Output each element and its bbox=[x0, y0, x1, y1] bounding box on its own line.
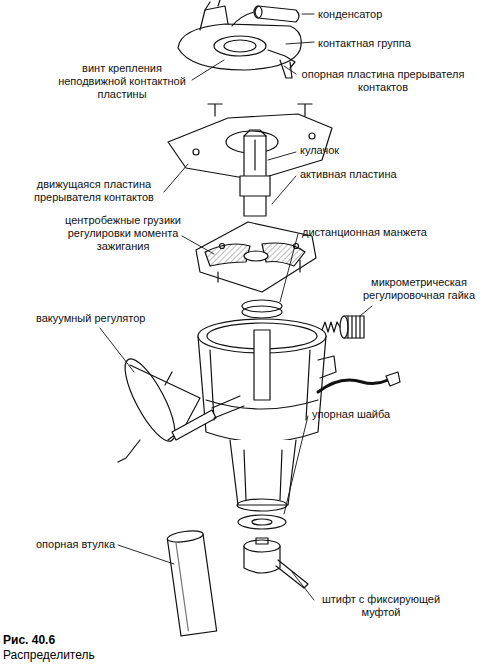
figure-caption: Рис. 40.6 bbox=[3, 633, 55, 647]
part-label: упорная шайба bbox=[312, 408, 390, 421]
part-label: кулачок bbox=[300, 144, 339, 157]
part-label: опорная пластина прерывателя контактов bbox=[298, 68, 468, 94]
cable bbox=[318, 372, 400, 392]
centrifugal-weights bbox=[196, 222, 316, 292]
shank bbox=[230, 440, 296, 511]
part-label: контактная группа bbox=[318, 37, 411, 50]
part-label: дистанционная манжета bbox=[302, 226, 427, 239]
adjusting-nut bbox=[322, 316, 364, 338]
part-label: движущаяся пластина прерывателя контакто… bbox=[24, 178, 164, 204]
part-label: штифт с фиксирующей муфтой bbox=[316, 593, 446, 619]
part-label: микрометрическая регулировочная гайка bbox=[356, 276, 482, 302]
part-label: центробежные грузики регулировки момента… bbox=[62, 214, 184, 253]
contact-group bbox=[178, 0, 301, 78]
thrust-washer bbox=[238, 515, 286, 529]
housing bbox=[198, 319, 336, 442]
part-label: активная пластина bbox=[300, 168, 397, 181]
part-label: опорная втулка bbox=[36, 538, 115, 551]
part-label: винт крепления неподвижной контактной пл… bbox=[48, 62, 196, 101]
leader-line bbox=[100, 14, 372, 600]
condenser bbox=[232, 6, 299, 26]
vacuum-regulator bbox=[116, 353, 244, 462]
spacer-sleeve bbox=[242, 300, 282, 318]
support-sleeve bbox=[167, 529, 217, 636]
part-label: конденсатор bbox=[318, 8, 382, 21]
part-label: вакуумный регулятор bbox=[36, 312, 145, 325]
cam bbox=[240, 130, 270, 216]
caption-text: Распределитель bbox=[3, 648, 95, 662]
